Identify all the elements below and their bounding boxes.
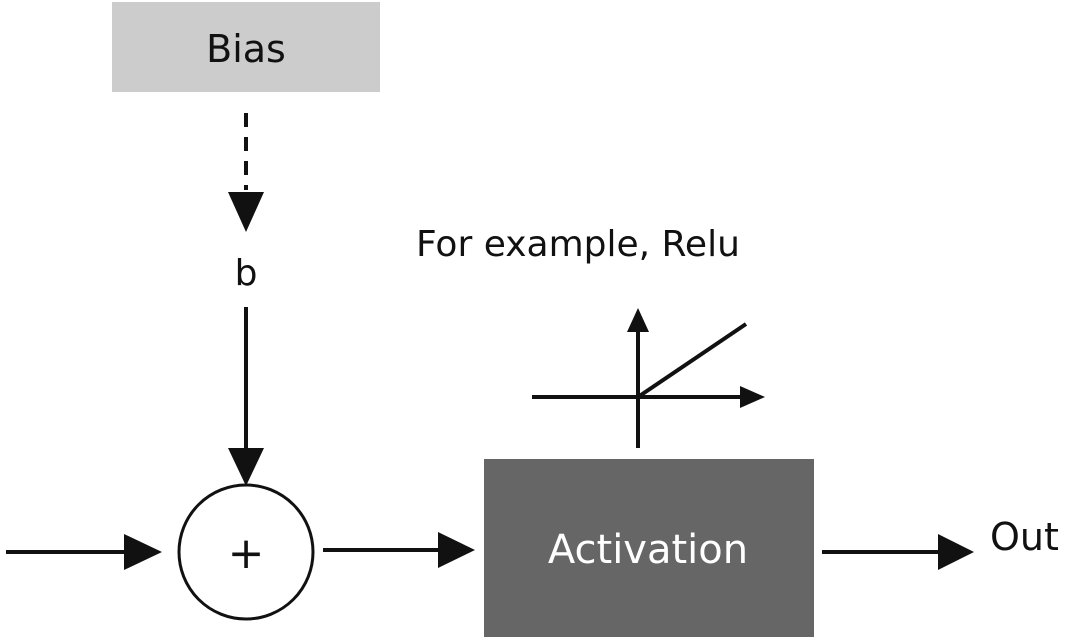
activation-label: Activation [548, 527, 748, 573]
relu-x-axis-arrowhead [740, 386, 765, 408]
relu-graph [532, 308, 765, 448]
activation-example-caption: For example, Relu [416, 224, 740, 265]
bias-box-rect [112, 2, 380, 92]
input-arrow [6, 534, 162, 570]
bias-dashed-arrow [228, 113, 264, 232]
relu-y-axis-arrowhead [627, 308, 649, 332]
activation-box: Activation [484, 459, 814, 637]
bias-symbol-b: b [235, 253, 258, 294]
plus-symbol: + [228, 528, 265, 579]
bias-label: Bias [206, 27, 286, 71]
sum-node: + [177, 483, 315, 621]
activation-box-rect [484, 459, 814, 637]
activation-to-output-arrow [822, 534, 974, 570]
sum-node-circle [177, 483, 315, 621]
bias-box: Bias [112, 2, 380, 92]
output-label: Out [990, 515, 1059, 559]
sum-to-activation-arrow [323, 532, 475, 568]
relu-ramp-line [636, 322, 748, 399]
bias-to-sum-arrow [228, 307, 264, 486]
